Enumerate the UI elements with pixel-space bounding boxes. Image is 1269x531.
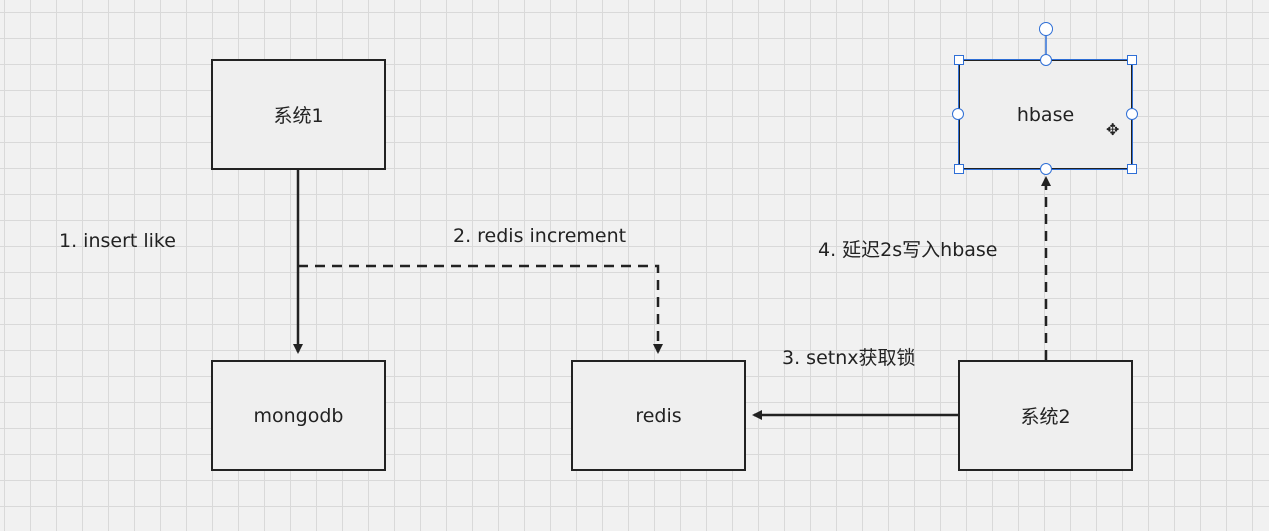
node-system2-label: 系统2 [1020, 406, 1071, 428]
connect-handle-top[interactable] [1040, 54, 1052, 66]
connect-handle-bottom[interactable] [1040, 163, 1052, 175]
node-mongodb-label: mongodb [253, 404, 344, 427]
resize-handle-bottom-right[interactable] [1127, 164, 1137, 174]
node-redis[interactable]: redis [571, 360, 746, 471]
move-cursor-icon: ✥ [1106, 120, 1120, 139]
resize-handle-top-left[interactable] [954, 55, 964, 65]
edge-label-delay-write-hbase: 4. 延迟2s写入hbase [818, 239, 998, 261]
node-mongodb[interactable]: mongodb [211, 360, 386, 471]
edge-label-redis-increment: 2. redis increment [453, 225, 627, 247]
rotation-handle[interactable] [1039, 22, 1053, 36]
node-hbase[interactable]: hbase [958, 59, 1133, 170]
node-system1-label: 系统1 [273, 105, 324, 127]
node-system1[interactable]: 系统1 [211, 59, 386, 170]
connect-handle-left[interactable] [952, 108, 964, 120]
resize-handle-top-right[interactable] [1127, 55, 1137, 65]
edge-redis-increment[interactable] [298, 264, 663, 354]
edge-label-insert-like: 1. insert like [59, 230, 176, 252]
node-hbase-label: hbase [1016, 103, 1075, 126]
node-system2[interactable]: 系统2 [958, 360, 1133, 471]
edge-label-setnx-lock: 3. setnx获取锁 [782, 347, 916, 369]
connect-handle-right[interactable] [1126, 108, 1138, 120]
resize-handle-bottom-left[interactable] [954, 164, 964, 174]
node-redis-label: redis [635, 404, 682, 427]
